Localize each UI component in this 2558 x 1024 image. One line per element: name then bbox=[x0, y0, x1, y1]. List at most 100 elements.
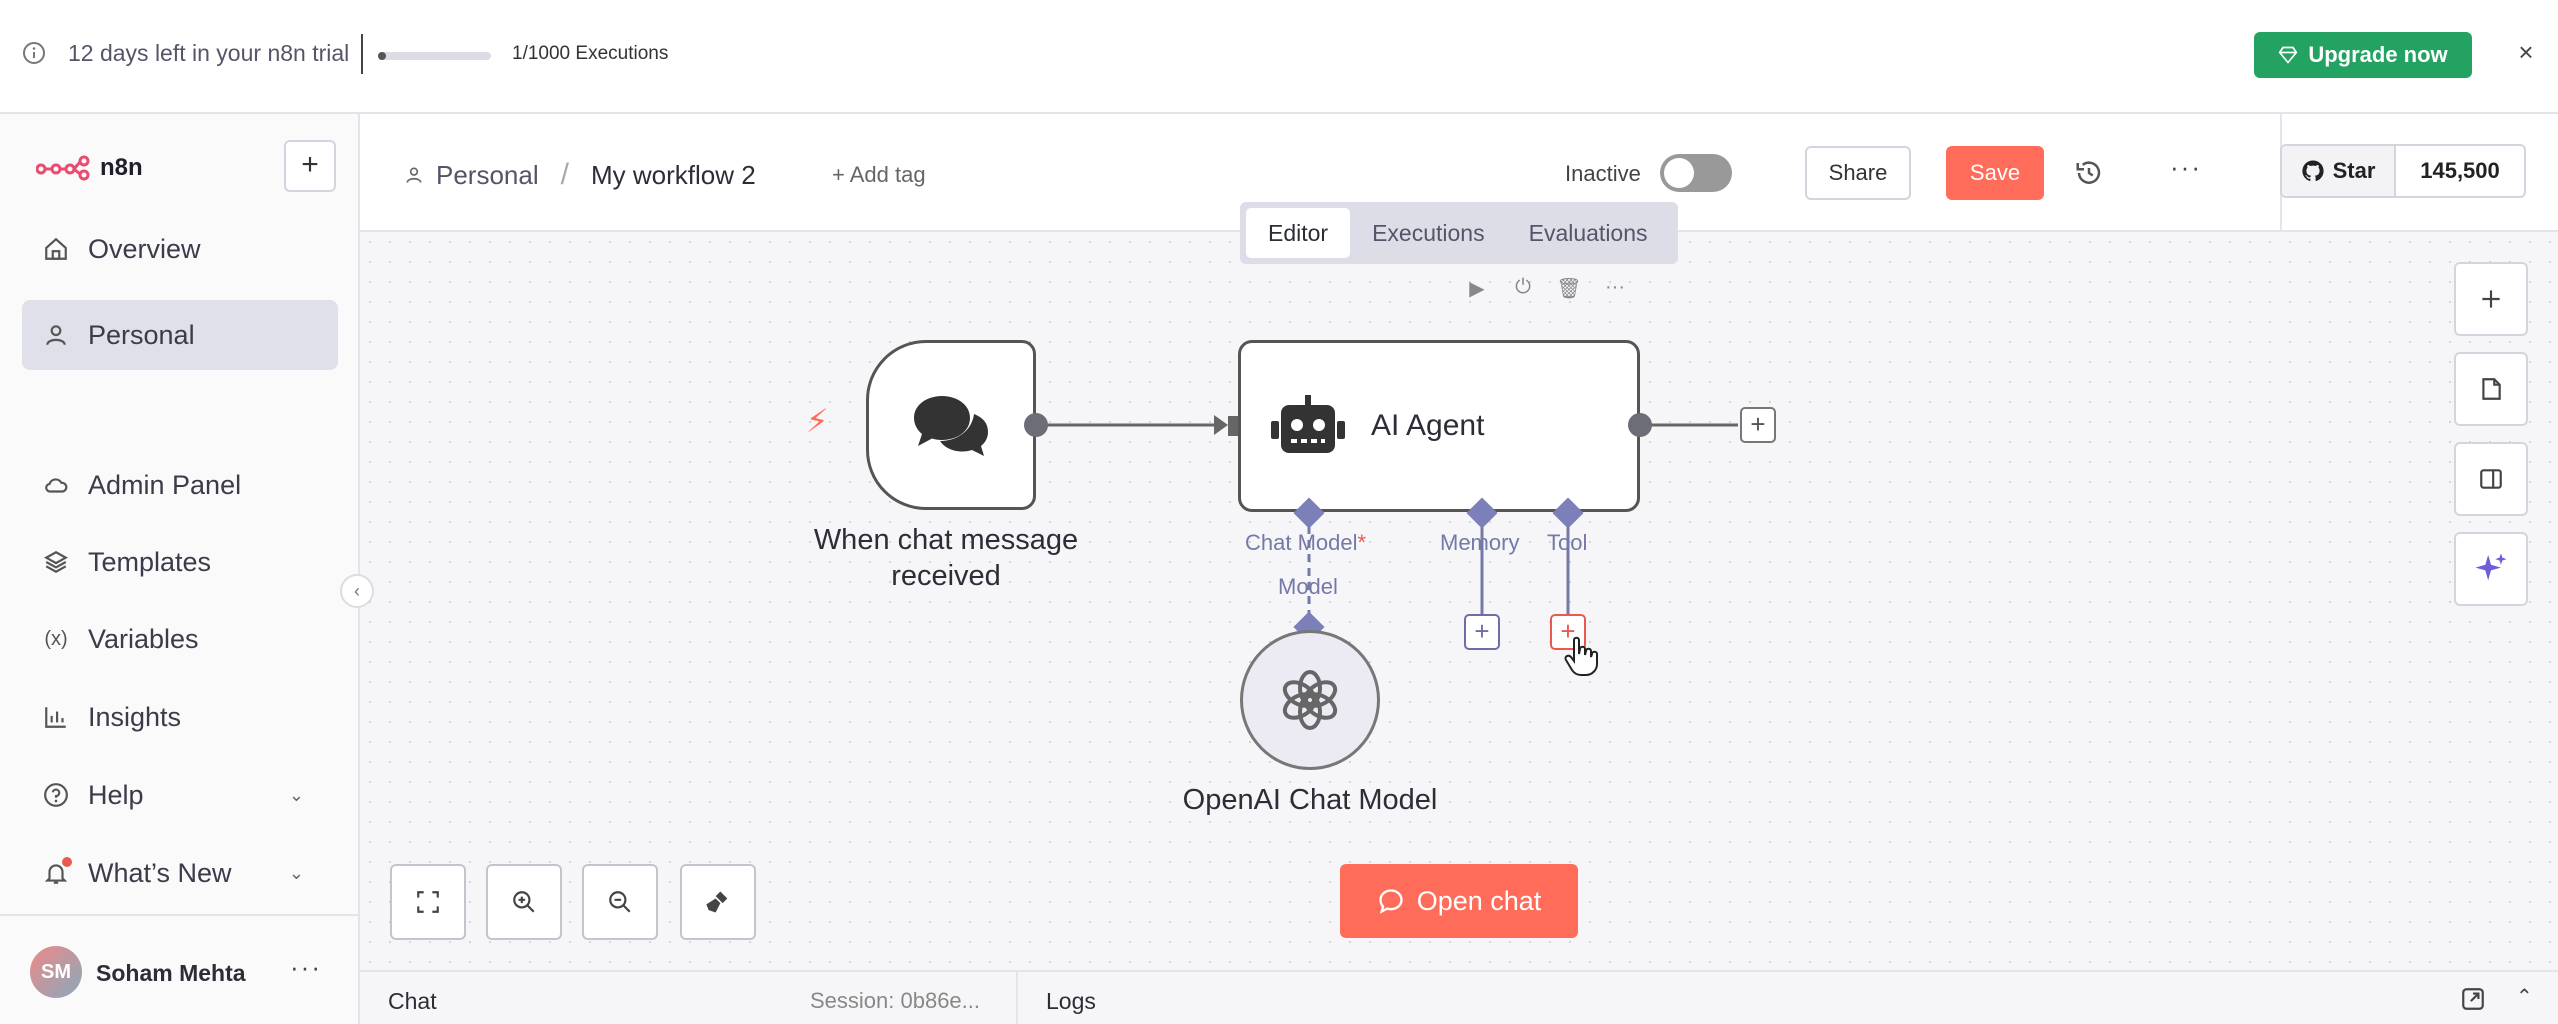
chevron-down-icon: ⌄ bbox=[288, 862, 304, 883]
chat-trigger-node[interactable] bbox=[866, 340, 1036, 510]
user-icon bbox=[406, 167, 422, 183]
trigger-output-handle[interactable] bbox=[1024, 413, 1048, 437]
memory-label: Memory bbox=[1440, 530, 1520, 555]
sidebar-item-label: Admin Panel bbox=[88, 469, 242, 500]
info-icon bbox=[23, 42, 45, 64]
sidebar-item-label: Help bbox=[88, 779, 144, 810]
workflow-header: Personal / My workflow 2 + Add tag Inact… bbox=[360, 114, 2558, 232]
sidebar-item-help[interactable]: Help ⌄ bbox=[22, 760, 338, 830]
add-memory-button[interactable]: + bbox=[1464, 614, 1500, 650]
executions-progress-bar bbox=[378, 52, 491, 60]
open-chat-button[interactable]: Open chat bbox=[1340, 864, 1578, 938]
history-icon[interactable] bbox=[2074, 158, 2104, 188]
n8n-logo-icon bbox=[36, 155, 90, 181]
chat-model-label: Chat Model* bbox=[1245, 530, 1366, 556]
agent-input-handle[interactable] bbox=[1228, 416, 1240, 436]
workflow-name[interactable]: My workflow 2 bbox=[590, 159, 756, 190]
close-banner-button[interactable]: × bbox=[2512, 38, 2540, 66]
power-icon[interactable]: ⏻ bbox=[1515, 276, 1531, 298]
open-chat-label: Open chat bbox=[1416, 885, 1542, 916]
tab-executions[interactable]: Executions bbox=[1372, 219, 1485, 246]
tab-evaluations[interactable]: Evaluations bbox=[1528, 219, 1648, 246]
breadcrumb: Personal / My workflow 2 bbox=[404, 158, 756, 192]
workflow-canvas[interactable]: Editor Executions Evaluations ▶ ⏻ 🗑 ··· … bbox=[360, 202, 2558, 970]
upgrade-now-button[interactable]: Upgrade now bbox=[2254, 32, 2472, 78]
play-icon[interactable]: ▶ bbox=[1469, 278, 1485, 300]
more-options-button[interactable]: ··· bbox=[2170, 152, 2202, 182]
breadcrumb-separator: / bbox=[560, 158, 569, 191]
variables-icon: (x) bbox=[44, 627, 68, 650]
sidebar: n8n + Overview Personal Admin Panel Temp… bbox=[0, 114, 360, 1024]
add-tool-button[interactable]: + bbox=[1550, 614, 1586, 650]
zoom-out-button[interactable] bbox=[582, 864, 658, 940]
more-icon[interactable]: ··· bbox=[1605, 276, 1625, 298]
sidebar-item-templates[interactable]: Templates bbox=[22, 527, 338, 597]
sidebar-panel-icon bbox=[2480, 469, 2502, 489]
session-id: Session: 0b86e... bbox=[810, 988, 981, 1013]
avatar[interactable]: SM bbox=[30, 946, 82, 998]
add-sticky-button[interactable] bbox=[2454, 352, 2528, 426]
home-icon bbox=[42, 235, 70, 263]
logs-panel-title[interactable]: Logs bbox=[1046, 988, 1096, 1014]
chevron-up-icon[interactable]: ⌃ bbox=[2516, 986, 2533, 1008]
notification-dot bbox=[62, 857, 72, 867]
user-menu-button[interactable]: ··· bbox=[290, 952, 322, 982]
toggle-knob bbox=[1664, 158, 1694, 188]
logo-text: n8n bbox=[100, 154, 143, 181]
github-star-label: Star bbox=[2332, 158, 2376, 183]
sidebar-item-whats-new[interactable]: What’s New ⌄ bbox=[22, 838, 338, 908]
zoom-out-icon bbox=[609, 891, 631, 913]
trial-text: 12 days left in your n8n trial bbox=[68, 40, 350, 66]
user-icon bbox=[42, 321, 70, 349]
share-button[interactable]: Share bbox=[1805, 146, 1911, 200]
breadcrumb-project[interactable]: Personal bbox=[436, 159, 539, 190]
activation-status-label: Inactive bbox=[1565, 161, 1641, 186]
chart-icon bbox=[42, 703, 70, 731]
create-button[interactable]: + bbox=[284, 140, 336, 192]
user-footer: SM Soham Mehta ··· bbox=[0, 914, 358, 1024]
hand-cursor-icon bbox=[1564, 636, 1598, 676]
trigger-node-label: When chat message received bbox=[813, 524, 1079, 592]
sidebar-item-overview[interactable]: Overview bbox=[22, 214, 338, 284]
tidy-up-button[interactable] bbox=[680, 864, 756, 940]
diamond-icon bbox=[2278, 46, 2298, 64]
user-name: Soham Mehta bbox=[96, 960, 246, 986]
sidebar-item-variables[interactable]: (x) Variables bbox=[22, 604, 338, 674]
add-next-node-button[interactable]: + bbox=[1740, 407, 1776, 443]
zoom-in-button[interactable] bbox=[486, 864, 562, 940]
sidebar-item-admin-panel[interactable]: Admin Panel bbox=[22, 450, 338, 520]
ai-assistant-button[interactable] bbox=[2454, 532, 2528, 606]
add-tag-button[interactable]: + Add tag bbox=[832, 162, 926, 187]
ai-agent-node[interactable]: AI Agent bbox=[1238, 340, 1640, 512]
cloud-icon bbox=[42, 471, 70, 499]
github-star-count[interactable]: 145,500 bbox=[2420, 158, 2500, 183]
sidebar-item-label: Variables bbox=[88, 623, 199, 654]
box-icon bbox=[42, 548, 70, 576]
sidebar-item-insights[interactable]: Insights bbox=[22, 682, 338, 752]
openai-chat-model-node[interactable] bbox=[1240, 630, 1380, 770]
n8n-logo[interactable]: n8n bbox=[36, 154, 143, 182]
plus-icon: + bbox=[1474, 616, 1490, 646]
sticky-note-icon bbox=[2482, 378, 2501, 400]
trial-banner: 12 days left in your n8n trial 1/1000 Ex… bbox=[0, 0, 2558, 114]
agent-output-handle[interactable] bbox=[1628, 413, 1652, 437]
add-node-button[interactable] bbox=[2454, 262, 2528, 336]
tab-editor[interactable]: Editor bbox=[1246, 208, 1351, 258]
save-button[interactable]: Save bbox=[1946, 146, 2044, 200]
plus-icon bbox=[2482, 290, 2500, 308]
fit-view-button[interactable] bbox=[390, 864, 466, 940]
openai-icon bbox=[1282, 670, 1338, 730]
executions-progress-fill bbox=[378, 52, 386, 60]
ai-agent-title: AI Agent bbox=[1371, 409, 1485, 442]
sidebar-item-label: Templates bbox=[88, 546, 212, 577]
sidebar-item-personal[interactable]: Personal bbox=[22, 300, 338, 370]
github-star-button[interactable]: Star bbox=[2282, 146, 2396, 196]
trash-icon[interactable]: 🗑 bbox=[1556, 278, 1582, 300]
toggle-panel-button[interactable] bbox=[2454, 442, 2528, 516]
chat-panel-title[interactable]: Chat bbox=[388, 988, 437, 1014]
close-icon: × bbox=[2518, 37, 2534, 67]
pop-out-icon[interactable] bbox=[2460, 986, 2486, 1012]
collapse-sidebar-button[interactable]: ‹ bbox=[340, 574, 374, 608]
divider bbox=[361, 34, 363, 74]
activate-toggle[interactable] bbox=[1660, 154, 1732, 192]
